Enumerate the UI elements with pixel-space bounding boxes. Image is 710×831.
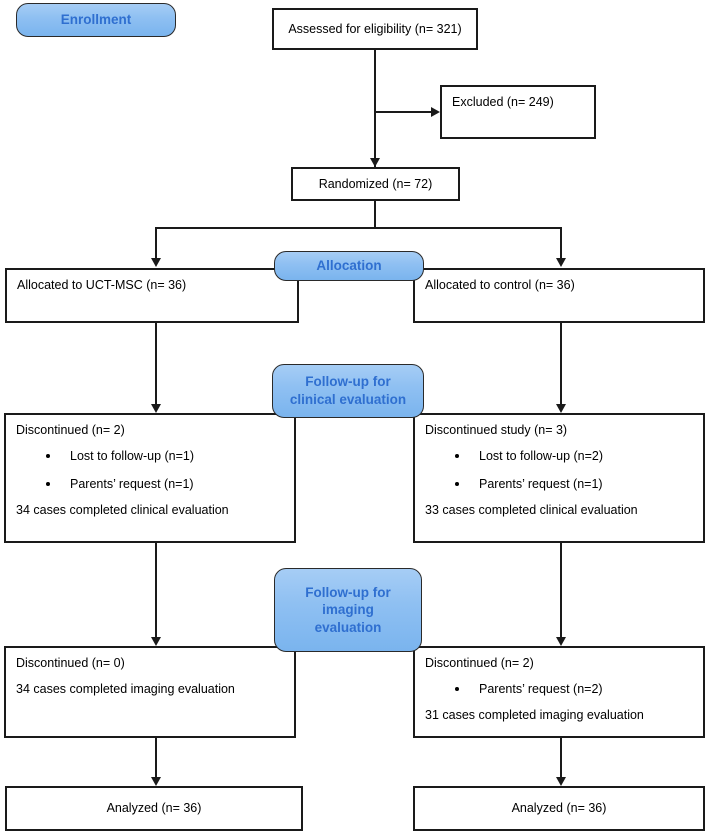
node-followup-clinical-left: Discontinued (n= 2) Lost to follow-up (n…: [4, 413, 296, 543]
node-followup-clinical-left-bullets: Lost to follow-up (n=1) Parents’ request…: [16, 448, 284, 493]
stage-badge-followup-imaging-line3: evaluation: [314, 619, 382, 635]
node-excluded: Excluded (n= 249): [440, 85, 596, 139]
node-assessed-for-eligibility-text: Assessed for eligibility (n= 321): [288, 21, 462, 36]
node-followup-clinical-right-heading: Discontinued study (n= 3): [425, 423, 568, 437]
stage-badge-allocation: Allocation: [274, 251, 424, 281]
connector-imaging-right-down: [560, 738, 562, 780]
node-excluded-text: Excluded (n= 249): [452, 95, 554, 109]
node-followup-imaging-left-footer: 34 cases completed imaging evaluation: [16, 681, 235, 696]
node-followup-imaging-left: Discontinued (n= 0) 34 cases completed i…: [4, 646, 296, 738]
connector-split-right-down: [560, 227, 562, 263]
node-followup-imaging-right-footer: 31 cases completed imaging evaluation: [425, 707, 644, 722]
list-item: Lost to follow-up (n=1): [46, 448, 284, 465]
stage-badge-followup-imaging-line2: imaging: [322, 602, 374, 618]
connector-imaging-left-down: [155, 738, 157, 780]
node-followup-imaging-right: Discontinued (n= 2) Parents’ request (n=…: [413, 646, 705, 738]
connector-split-left-down: [155, 227, 157, 263]
stage-badge-followup-clinical-line2: clinical evaluation: [289, 392, 407, 407]
node-analyzed-left-text: Analyzed (n= 36): [106, 801, 202, 816]
stage-badge-followup-imaging-line1: Follow-up for: [305, 584, 391, 600]
arrow-to-imaging-right: [556, 637, 566, 646]
node-analyzed-left: Analyzed (n= 36): [5, 786, 303, 831]
node-allocated-right: Allocated to control (n= 36): [413, 268, 705, 323]
arrow-to-imaging-left: [151, 637, 161, 646]
node-followup-imaging-left-heading: Discontinued (n= 0): [16, 656, 125, 670]
node-followup-clinical-left-footer: 34 cases completed clinical evaluation: [16, 502, 229, 517]
arrow-to-analyzed-left: [151, 777, 161, 786]
connector-alloc-right-down: [560, 323, 562, 407]
arrow-to-allocation-right: [556, 258, 566, 267]
node-analyzed-right: Analyzed (n= 36): [413, 786, 705, 831]
stage-badge-allocation-label: Allocation: [316, 258, 382, 274]
arrow-to-clinical-right: [556, 404, 566, 413]
arrow-to-analyzed-right: [556, 777, 566, 786]
arrow-to-excluded: [431, 107, 440, 117]
stage-badge-enrollment-label: Enrollment: [60, 12, 132, 28]
node-followup-clinical-right-footer: 33 cases completed clinical evaluation: [425, 502, 638, 517]
list-item: Parents’ request (n=1): [455, 476, 693, 493]
connector-assessed-trunk: [374, 50, 376, 167]
node-allocated-left: Allocated to UCT-MSC (n= 36): [5, 268, 299, 323]
connector-randomized-down: [374, 201, 376, 228]
connector-clinical-right-down: [560, 543, 562, 640]
stage-badge-enrollment: Enrollment: [16, 3, 176, 37]
arrow-to-randomized: [370, 158, 380, 167]
connector-split-horizontal: [155, 227, 562, 229]
stage-badge-followup-clinical-line1: Follow-up for: [305, 374, 391, 390]
node-analyzed-right-text: Analyzed (n= 36): [511, 801, 607, 816]
list-item: Parents’ request (n=2): [455, 681, 693, 698]
connector-clinical-left-down: [155, 543, 157, 640]
node-randomized-text: Randomized (n= 72): [318, 176, 433, 191]
node-followup-clinical-right-bullets: Lost to follow-up (n=2) Parents’ request…: [425, 448, 693, 493]
node-allocated-left-text: Allocated to UCT-MSC (n= 36): [17, 278, 187, 292]
node-followup-clinical-right: Discontinued study (n= 3) Lost to follow…: [413, 413, 705, 543]
node-followup-imaging-right-bullets: Parents’ request (n=2): [425, 681, 693, 698]
arrow-to-clinical-left: [151, 404, 161, 413]
node-assessed-for-eligibility: Assessed for eligibility (n= 321): [272, 8, 478, 50]
node-randomized: Randomized (n= 72): [291, 167, 460, 201]
node-followup-imaging-right-heading: Discontinued (n= 2): [425, 656, 534, 670]
stage-badge-followup-clinical: Follow-up for clinical evaluation: [272, 364, 424, 418]
list-item: Lost to follow-up (n=2): [455, 448, 693, 465]
connector-alloc-left-down: [155, 323, 157, 407]
connector-to-excluded: [374, 111, 432, 113]
node-allocated-right-text: Allocated to control (n= 36): [425, 278, 575, 292]
list-item: Parents’ request (n=1): [46, 476, 284, 493]
stage-badge-followup-imaging: Follow-up for imaging evaluation: [274, 568, 422, 652]
arrow-to-allocation-left: [151, 258, 161, 267]
node-followup-clinical-left-heading: Discontinued (n= 2): [16, 423, 125, 437]
